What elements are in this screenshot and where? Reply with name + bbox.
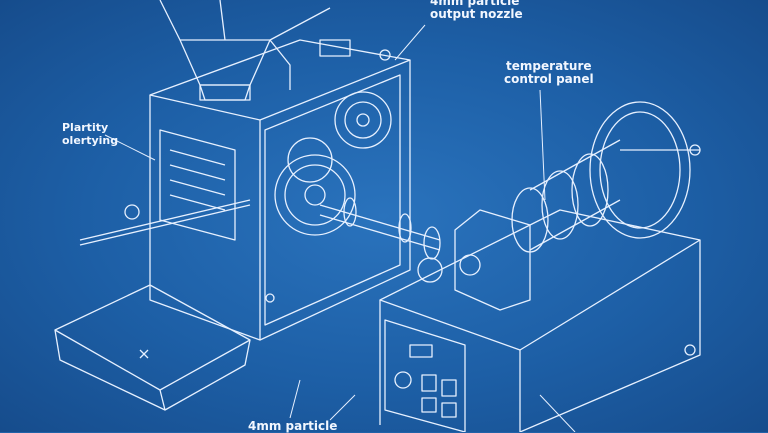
bearing-block — [417, 209, 531, 311]
label-line: olertying — [62, 134, 119, 147]
base-cabinet — [379, 209, 701, 432]
main-housing — [149, 39, 411, 341]
label-line: control panel — [504, 72, 594, 86]
spool — [511, 101, 701, 253]
leader-lines — [104, 24, 576, 432]
label-line: temperature — [506, 59, 592, 73]
label-bottom-particle: 4mm particle — [248, 419, 338, 433]
label-line: 4mm particle — [430, 0, 520, 8]
label-temperature-panel: temperature control panel — [504, 60, 594, 86]
collection-tray — [54, 284, 251, 411]
label-plating: Plartity olertying — [62, 121, 118, 147]
label-line: Plartity — [62, 121, 109, 134]
drive-shaft — [319, 197, 441, 260]
cutting-unit — [79, 129, 251, 246]
label-output-nozzle: 4mm particle output nozzle — [430, 0, 523, 21]
hopper — [159, 0, 331, 101]
label-line: output nozzle — [430, 7, 523, 21]
gears — [274, 91, 392, 236]
